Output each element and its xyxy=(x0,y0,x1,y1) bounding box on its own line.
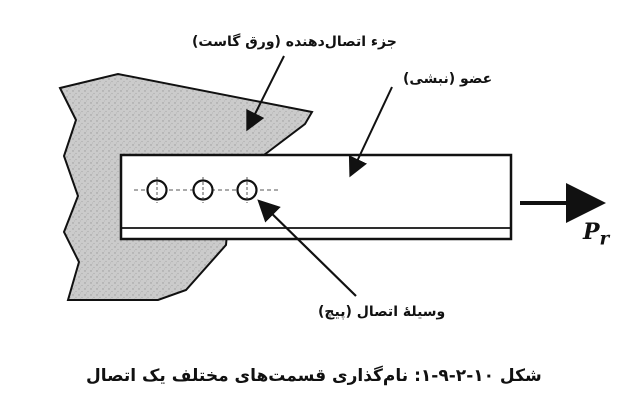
bolt-1 xyxy=(146,177,168,203)
connector-label: جزء اتصال‌دهنده (ورق گاست) xyxy=(192,34,397,50)
force-subscript: r xyxy=(599,228,610,250)
angle-member xyxy=(119,153,513,241)
bolt-3 xyxy=(236,177,258,203)
bolt-2 xyxy=(192,177,214,203)
leader-bolt-arrow xyxy=(257,199,357,297)
leader-connector-arrow xyxy=(246,55,285,132)
force-symbol: P xyxy=(583,219,600,245)
leader-member-arrow xyxy=(348,86,393,178)
bolt-label: وسیلهٔ اتصال (پیچ) xyxy=(318,304,446,320)
force-label: Pr xyxy=(583,219,609,249)
member-label: عضو (نبشی) xyxy=(403,71,493,87)
figure-caption: شکل ۱۰-۲-۹-۱: نام‌گذاری قسمت‌های مختلف ی… xyxy=(86,366,542,386)
